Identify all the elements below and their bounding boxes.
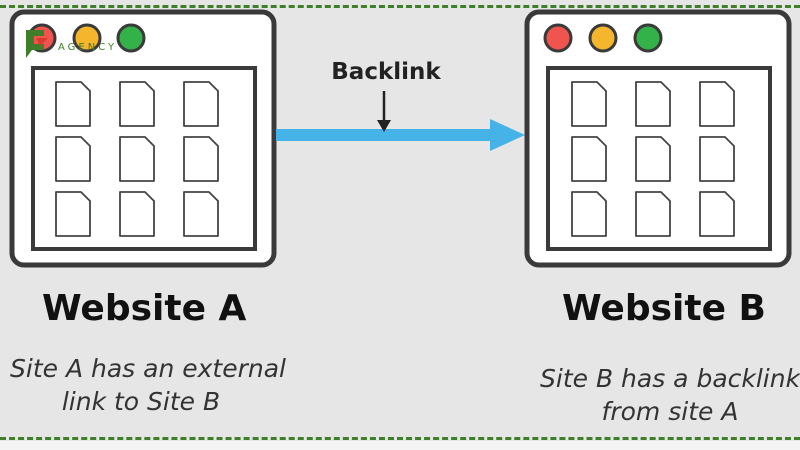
window-dot-green-a: [116, 23, 146, 53]
document-icon: [571, 191, 607, 237]
logo-text: AGENCY: [58, 42, 117, 53]
document-icon: [699, 136, 735, 182]
document-icon: [55, 136, 91, 182]
document-icon: [119, 81, 155, 127]
website-b-heading: Website B: [562, 288, 766, 329]
window-dot-green-b: [633, 23, 663, 53]
document-grid-b: [571, 81, 735, 237]
browser-window-b: [524, 9, 792, 268]
logo-mark-icon: [26, 30, 44, 58]
backlink-arrow: Backlink: [276, 59, 525, 151]
browser-window-a: [9, 9, 277, 268]
website-b-description-line-2: from site A: [601, 397, 739, 426]
document-grid-a: [55, 81, 219, 237]
document-icon: [571, 81, 607, 127]
document-icon: [183, 136, 219, 182]
website-a-heading: Website A: [42, 288, 247, 329]
bottom-border-line: [0, 437, 800, 440]
website-a-description-line-2: link to Site B: [61, 387, 221, 416]
logo-accent-icon: [36, 38, 48, 46]
document-icon: [635, 81, 671, 127]
document-icon: [55, 81, 91, 127]
document-icon: [183, 191, 219, 237]
website-b-description: Site B has a backlink from site A: [540, 362, 800, 428]
website-a-description-line-1: Site A has an external: [10, 354, 286, 383]
window-dot-red-b: [543, 23, 573, 53]
document-icon: [55, 191, 91, 237]
document-icon: [571, 136, 607, 182]
arrow-head-icon: [490, 119, 525, 151]
document-icon: [183, 81, 219, 127]
arrow-shaft: [276, 129, 494, 141]
label-pointer-down-icon: [377, 120, 391, 132]
window-dot-yellow-a: [72, 23, 102, 53]
document-icon: [635, 136, 671, 182]
website-a-description: Site A has an external link to Site B: [10, 352, 286, 418]
document-icon: [119, 191, 155, 237]
window-dot-yellow-b: [588, 23, 618, 53]
document-icon: [699, 81, 735, 127]
backlink-label: Backlink: [331, 59, 441, 85]
agency-logo: AGENCY: [26, 30, 117, 58]
top-border-line: [0, 5, 800, 8]
document-icon: [635, 191, 671, 237]
document-icon: [699, 191, 735, 237]
website-b-description-line-1: Site B has a backlink: [540, 364, 800, 393]
bottom-strip: [0, 441, 800, 450]
document-icon: [119, 136, 155, 182]
